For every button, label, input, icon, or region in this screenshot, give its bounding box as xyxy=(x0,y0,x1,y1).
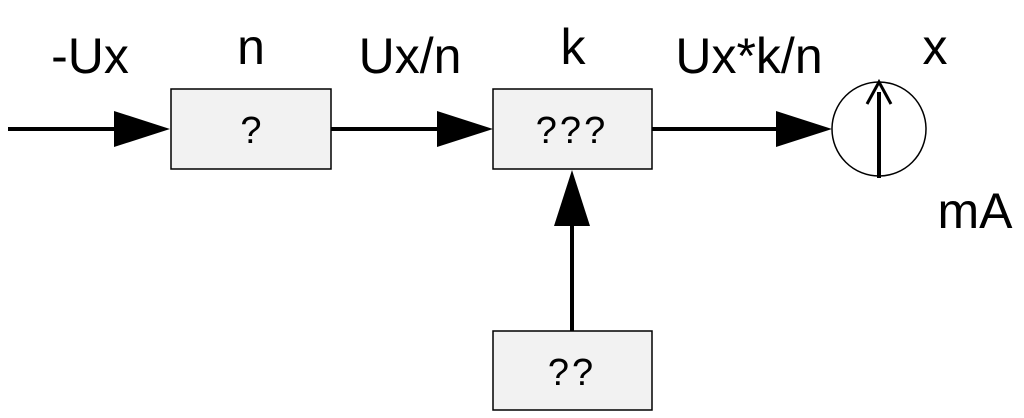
arrowhead-block2 xyxy=(437,111,493,147)
block3: ?? xyxy=(492,330,653,411)
block2-text: ??? xyxy=(536,110,608,152)
block2: ??? xyxy=(492,88,653,170)
block1-text: ? xyxy=(240,110,261,152)
signal1-label: Ux/n xyxy=(359,28,462,84)
block3-text: ?? xyxy=(548,352,596,394)
block1-param-label: n xyxy=(237,19,265,75)
input-label: -Ux xyxy=(51,28,129,84)
block3-rect xyxy=(492,330,653,411)
block2-param-label: k xyxy=(561,19,587,75)
arrowhead-meter xyxy=(776,111,832,147)
block2-rect xyxy=(492,88,653,170)
arrowhead-block2-bottom xyxy=(554,170,590,226)
input-arrowhead xyxy=(114,111,170,147)
block1: ? xyxy=(170,88,332,170)
meter-unit-label: mA xyxy=(938,183,1014,239)
meter-symbol-label: x xyxy=(923,19,948,75)
ammeter-icon xyxy=(831,78,927,178)
signal2-label: Ux*k/n xyxy=(675,28,822,84)
